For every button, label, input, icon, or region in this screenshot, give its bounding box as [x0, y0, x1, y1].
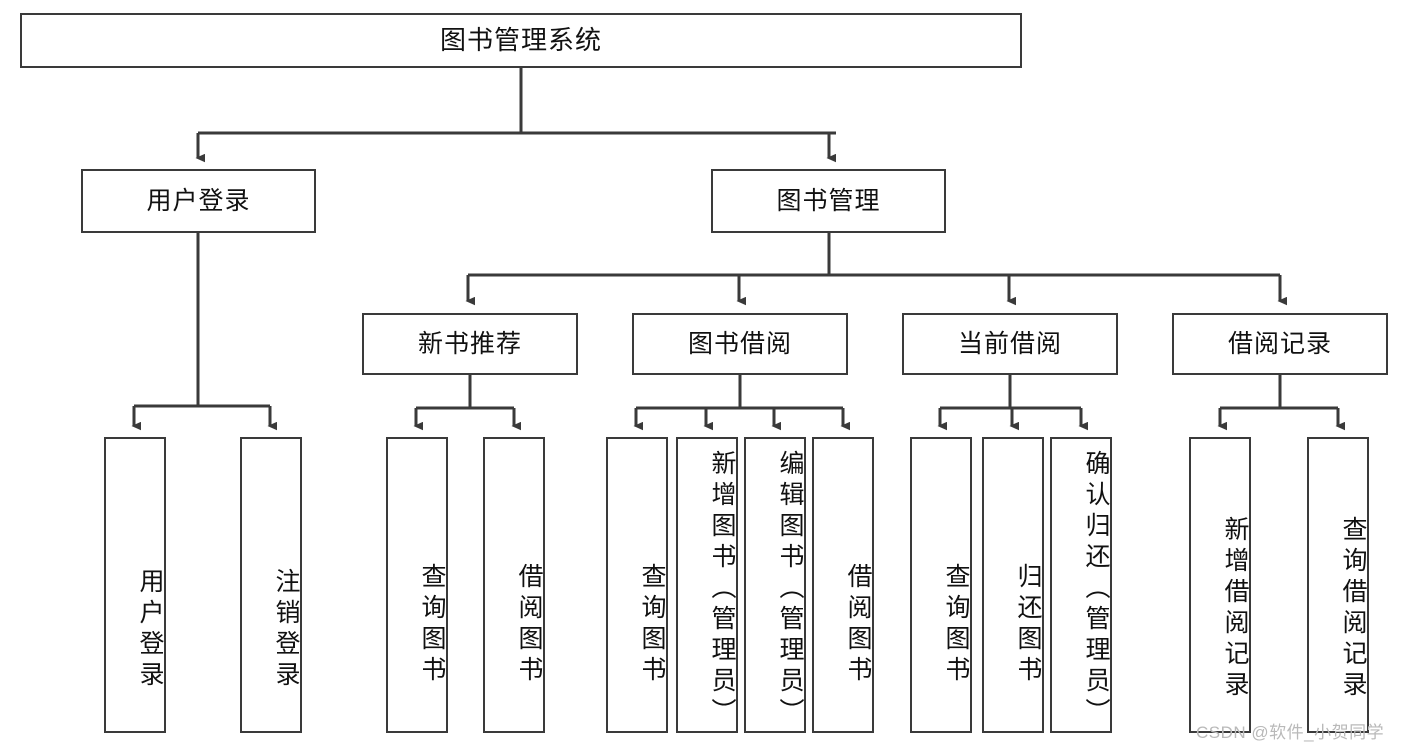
node-root[interactable]: 图书管理系统 [20, 13, 1022, 68]
leaf-borrow-book-recommend-label: 借阅图书 [515, 563, 543, 687]
leaf-query-book-borrow-label: 查询图书 [638, 563, 666, 687]
leaf-borrow-book[interactable]: 借阅图书 [812, 437, 874, 733]
leaf-logout[interactable]: 注销登录 [240, 437, 302, 733]
leaf-add-borrow-record[interactable]: 新增借阅记录 [1189, 437, 1251, 733]
leaf-query-book-current[interactable]: 查询图书 [910, 437, 972, 733]
leaf-borrow-book-recommend[interactable]: 借阅图书 [483, 437, 545, 733]
leaf-add-book-admin-label: 新增图书（管理员） [708, 449, 736, 729]
csdn-watermark: CSDN @软件_小贺同学 [1196, 723, 1385, 742]
leaf-query-borrow-record-label: 查询借阅记录 [1339, 516, 1367, 702]
leaf-logout-label: 注销登录 [272, 568, 300, 692]
leaf-return-book-label: 归还图书 [1014, 563, 1042, 687]
node-book-management-label: 图书管理 [776, 186, 881, 215]
node-borrow-record[interactable]: 借阅记录 [1172, 313, 1388, 375]
leaf-return-book[interactable]: 归还图书 [982, 437, 1044, 733]
leaf-query-book-borrow[interactable]: 查询图书 [606, 437, 668, 733]
leaf-add-borrow-record-label: 新增借阅记录 [1221, 516, 1249, 702]
node-user-login[interactable]: 用户登录 [81, 169, 316, 233]
leaf-confirm-return-admin-label: 确认归还（管理员） [1082, 449, 1110, 729]
leaf-query-borrow-record[interactable]: 查询借阅记录 [1307, 437, 1369, 733]
leaf-user-login-label: 用户登录 [136, 568, 164, 692]
leaf-confirm-return-admin[interactable]: 确认归还（管理员） [1050, 437, 1112, 733]
leaf-edit-book-admin-label: 编辑图书（管理员） [776, 449, 804, 729]
node-book-management[interactable]: 图书管理 [711, 169, 946, 233]
node-book-borrow[interactable]: 图书借阅 [632, 313, 848, 375]
node-user-login-label: 用户登录 [146, 186, 251, 215]
leaf-edit-book-admin[interactable]: 编辑图书（管理员） [744, 437, 806, 733]
node-current-borrow[interactable]: 当前借阅 [902, 313, 1118, 375]
node-root-label: 图书管理系统 [439, 24, 602, 55]
leaf-query-book-current-label: 查询图书 [942, 563, 970, 687]
leaf-query-book-recommend[interactable]: 查询图书 [386, 437, 448, 733]
node-new-book-recommend-label: 新书推荐 [417, 329, 522, 358]
leaf-user-login[interactable]: 用户登录 [104, 437, 166, 733]
node-book-borrow-label: 图书借阅 [687, 329, 792, 358]
node-current-borrow-label: 当前借阅 [957, 329, 1062, 358]
node-borrow-record-label: 借阅记录 [1227, 329, 1332, 358]
node-new-book-recommend[interactable]: 新书推荐 [362, 313, 578, 375]
leaf-query-book-recommend-label: 查询图书 [418, 563, 446, 687]
leaf-borrow-book-label: 借阅图书 [844, 563, 872, 687]
leaf-add-book-admin[interactable]: 新增图书（管理员） [676, 437, 738, 733]
